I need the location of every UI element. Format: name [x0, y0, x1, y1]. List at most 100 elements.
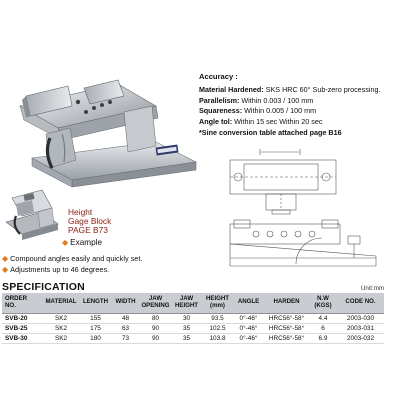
- table-cell: 73: [111, 333, 140, 344]
- column-header-line: JAW: [179, 294, 194, 302]
- column-header-line: CODE NO.: [345, 298, 376, 306]
- column-header-line: (KGS): [314, 301, 332, 309]
- bullet-icon: ◆: [2, 254, 9, 263]
- column-header-line: N.W: [317, 294, 329, 302]
- column-header: HARDEN: [264, 293, 309, 314]
- table-cell: SVB-30: [2, 333, 42, 344]
- table-cell: 103.8: [202, 333, 233, 344]
- accuracy-row: Squareness: Within 0.005 / 100 mm: [199, 106, 398, 117]
- feature-text: Adjustments up to 46 degrees.: [10, 265, 110, 274]
- table-cell: 35: [171, 323, 202, 334]
- table-cell: 2003-032: [337, 333, 384, 344]
- table-cell: 0°-46°: [233, 333, 264, 344]
- feature-item: ◆Adjustments up to 46 degrees.: [2, 264, 212, 275]
- bullet-icon: ◆: [62, 238, 69, 247]
- table-cell: HRC56°-58°: [264, 313, 309, 324]
- accuracy-key: Material Hardened:: [199, 84, 264, 94]
- unit-label: Unit:mm: [360, 285, 384, 292]
- column-header: ANGLE: [233, 293, 264, 314]
- column-header-line: WIDTH: [115, 298, 136, 306]
- column-header-line: HARDEN: [273, 298, 300, 306]
- side-view-drawing: [229, 219, 377, 267]
- callout-line: Gage Block: [68, 216, 112, 226]
- top-view-drawing: [229, 149, 337, 215]
- column-header: CODE NO.: [337, 293, 384, 314]
- table-cell: 93.5: [202, 313, 233, 324]
- accuracy-value: SKS HRC 60° Sub-zero processing.: [263, 84, 381, 94]
- table-cell: 0°-46°: [233, 323, 264, 334]
- column-header: N.W(KGS): [309, 293, 337, 314]
- table-cell: 63: [111, 323, 140, 334]
- accuracy-block: Accuracy : Material Hardened: SKS HRC 60…: [199, 72, 398, 139]
- table-cell: 90: [140, 323, 171, 334]
- table-cell: 30: [171, 313, 202, 324]
- table-cell: 35: [171, 333, 202, 344]
- column-header-line: ANGLE: [237, 298, 260, 306]
- column-header-line: HEIGHT: [205, 294, 230, 302]
- accuracy-value: Within 15 sec Within 20 sec: [232, 117, 323, 127]
- example-photo: [5, 189, 59, 240]
- column-header-line: NO.: [5, 301, 16, 309]
- sine-vise-photo: [19, 79, 197, 188]
- table-cell: 155: [80, 313, 111, 324]
- accuracy-row: Angle tol: Within 15 sec Within 20 sec: [199, 117, 398, 128]
- feature-text: Compound angles easily and quickly set.: [10, 254, 143, 263]
- table-cell: 2003-030: [337, 313, 384, 324]
- table-cell: HRC56°-58°: [264, 323, 309, 334]
- example-text: Example: [70, 238, 103, 247]
- gage-block-callout: Height Gage Block PAGE B73: [68, 208, 111, 235]
- table-cell: SK2: [42, 333, 80, 344]
- feature-item: ◆Compound angles easily and quickly set.: [2, 253, 212, 264]
- spec-title: SPECIFICATION: [2, 281, 85, 293]
- table-cell: 80: [140, 313, 171, 324]
- table-cell: SVB-20: [2, 313, 42, 324]
- accuracy-key: Parallelism:: [199, 95, 240, 105]
- example-caption: ◆Example: [62, 238, 102, 247]
- accuracy-row: Material Hardened: SKS HRC 60° Sub-zero …: [199, 85, 398, 96]
- column-header-line: OPENING: [141, 301, 170, 309]
- accuracy-note: *Sine conversion table attached page B16: [199, 127, 342, 137]
- callout-line: Height: [68, 207, 93, 217]
- column-header: HEIGHT(mm): [202, 293, 233, 314]
- column-header: LENGTH: [80, 293, 111, 314]
- column-header: MATERIAL: [42, 293, 80, 314]
- column-header: WIDTH: [111, 293, 140, 314]
- accuracy-title: Accuracy :: [199, 72, 238, 81]
- table-cell: 6.9: [309, 333, 337, 344]
- table-cell: SVB-25: [2, 323, 42, 334]
- column-header-line: MATERIAL: [45, 298, 77, 306]
- accuracy-value: Within 0.003 / 100 mm: [239, 95, 314, 105]
- accuracy-key: Squareness:: [199, 106, 243, 116]
- table-cell: 48: [111, 313, 140, 324]
- table-cell: SK2: [42, 313, 80, 324]
- accuracy-key: Angle tol:: [199, 117, 233, 127]
- table-cell: 6: [309, 323, 337, 334]
- bullet-icon: ◆: [2, 265, 9, 274]
- column-header-line: (mm): [210, 301, 225, 309]
- table-cell: 4.4: [309, 313, 337, 324]
- feature-list: ◆Compound angles easily and quickly set.…: [2, 253, 212, 275]
- table-cell: SK2: [42, 323, 80, 334]
- column-header-line: ORDER: [5, 294, 28, 302]
- table-cell: 0°-46°: [233, 313, 264, 324]
- table-cell: 102.5: [202, 323, 233, 334]
- column-header-line: HEIGHT: [174, 301, 199, 309]
- table-cell: 2003-031: [337, 323, 384, 334]
- table-cell: 90: [140, 333, 171, 344]
- column-header-line: JAW: [148, 294, 163, 302]
- accuracy-value: Within 0.005 / 100 mm: [242, 106, 317, 116]
- table-cell: 180: [80, 333, 111, 344]
- accuracy-row: Parallelism: Within 0.003 / 100 mm: [199, 96, 398, 107]
- table-cell: 175: [80, 323, 111, 334]
- callout-line: PAGE B73: [68, 225, 108, 235]
- table-cell: HRC56°-58°: [264, 333, 309, 344]
- column-header-line: LENGTH: [82, 298, 109, 306]
